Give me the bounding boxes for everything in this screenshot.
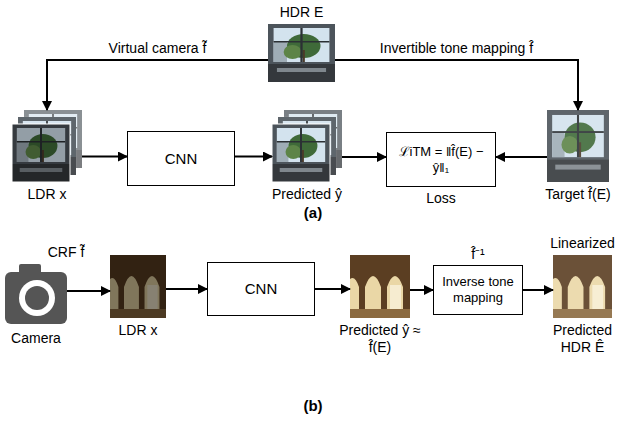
arrow-connector [47, 60, 268, 110]
node-caption: Linearized [550, 235, 615, 252]
ldr-photo-stack [12, 110, 82, 182]
inverse-tone-mapping-box: Inverse tone mappingf̂⁻¹ [433, 265, 523, 315]
ldr-photo [110, 255, 166, 318]
box-text: Inverse tone mapping [434, 274, 522, 305]
arrow-connector [166, 288, 207, 290]
node-caption: LDR x [28, 186, 67, 203]
arrow-connector [496, 156, 547, 158]
panel-label: (b) [303, 397, 322, 415]
hdr-image: HDR E [268, 24, 335, 82]
hdr-output-image: LinearizedPredicted HDR Ê [553, 255, 612, 318]
arrow-connector [82, 156, 127, 158]
box-text: CNN [239, 280, 284, 298]
predicted-image: Predicted ŷ ≈ f̂(E) [350, 255, 410, 318]
ldr-image-stack: LDR x [12, 110, 82, 182]
node-caption: Loss [426, 190, 456, 207]
arrow-connector [342, 156, 386, 158]
panel-label: (a) [304, 204, 322, 222]
arrow-connector [335, 60, 578, 110]
box-text: CNN [159, 150, 204, 168]
node-caption: f̂⁻¹ [471, 246, 485, 263]
hdr-photo [268, 24, 335, 82]
arrow-connector [315, 288, 350, 290]
box-text: ℒiTM = ‖f̂(E) − ŷ‖₁ [387, 144, 495, 175]
node-caption: Predicted HDR Ê [548, 322, 618, 356]
edge-label: Invertible tone mapping f̂ [377, 40, 536, 57]
target-image: Target f̂(E) [547, 110, 609, 182]
arrow-connector [410, 289, 433, 291]
cnn-box: CNN [127, 131, 235, 186]
target-photo [547, 110, 609, 182]
hdr-output-photo [553, 255, 612, 318]
edge-label: Virtual camera f̃ [106, 40, 210, 57]
camera-icon: CRF f̃Camera [5, 264, 67, 326]
arrow-connector [67, 290, 110, 292]
arrow-connector [235, 156, 272, 158]
predicted-photo [350, 255, 410, 318]
predicted-image-stack: Predicted ŷ [272, 110, 342, 182]
node-caption: Target f̂(E) [545, 186, 610, 203]
loss-box: ℒiTM = ‖f̂(E) − ŷ‖₁Loss [386, 132, 496, 187]
predicted-photo-stack [272, 110, 342, 182]
node-caption: Camera [11, 330, 61, 347]
node-caption: CRF f̃ [48, 244, 85, 261]
ldr-image: LDR x [110, 255, 166, 318]
node-caption: LDR x [119, 322, 158, 339]
camera-icon [5, 264, 67, 324]
cnn-box: CNN [207, 262, 315, 316]
node-caption: HDR E [280, 4, 324, 21]
arrow-connector [523, 289, 553, 291]
node-caption: Predicted ŷ [272, 186, 342, 203]
node-caption: Predicted ŷ ≈ f̂(E) [338, 322, 422, 356]
